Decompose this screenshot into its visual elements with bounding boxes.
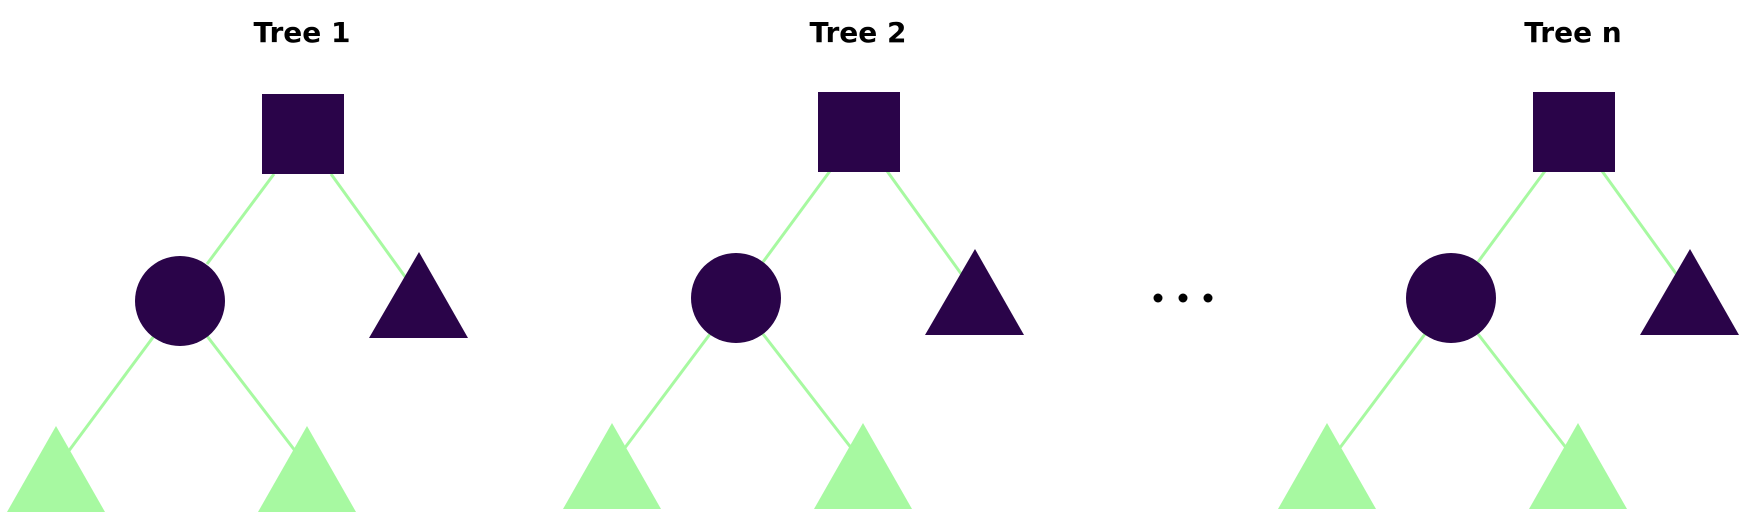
- tree-1-edge-left-rightleaf: [205, 335, 298, 453]
- ellipsis-icon: [1153, 293, 1213, 303]
- tree-1-edge-left-leftleaf: [66, 335, 156, 453]
- tree-1: Tree 1: [7, 16, 468, 512]
- tree-1-left-circle-node: [135, 256, 225, 346]
- tree-2-leaf-triangle-left: [563, 423, 661, 509]
- tree-1-edge-root-left: [205, 173, 276, 265]
- ellipsis-dot-1: [1153, 293, 1163, 303]
- tree-2-root-square-node: [818, 92, 900, 172]
- tree-1-root-square-node: [262, 94, 344, 174]
- ellipsis-dot-3: [1203, 293, 1213, 303]
- tree-2-left-circle-node: [691, 253, 781, 343]
- tree-n: Tree n: [1278, 16, 1739, 509]
- tree-n-edge-root-left: [1476, 170, 1547, 263]
- tree-1-right-triangle-node: [369, 252, 468, 338]
- tree-2-edge-left-rightleaf: [761, 333, 854, 450]
- tree-2-edge-root-right: [885, 170, 964, 276]
- tree-2-edge-left-leftleaf: [622, 333, 712, 450]
- tree-n-edge-left-rightleaf: [1476, 333, 1569, 450]
- tree-n-leaf-triangle-right: [1529, 423, 1627, 509]
- ellipsis-dot-2: [1178, 293, 1188, 303]
- tree-1-edge-root-right: [329, 173, 408, 279]
- tree-1-title: Tree 1: [253, 16, 350, 49]
- tree-1-leaf-triangle-right: [258, 426, 356, 512]
- tree-2-leaf-triangle-right: [814, 423, 912, 509]
- tree-n-edge-left-leftleaf: [1337, 333, 1427, 450]
- tree-n-title: Tree n: [1524, 16, 1622, 49]
- tree-2-right-triangle-node: [925, 249, 1024, 335]
- tree-1-leaf-triangle-left: [7, 426, 105, 512]
- tree-2-edge-root-left: [761, 170, 832, 263]
- tree-n-left-circle-node: [1406, 253, 1496, 343]
- tree-n-edge-root-right: [1600, 170, 1679, 276]
- tree-n-leaf-triangle-left: [1278, 423, 1376, 509]
- tree-n-right-triangle-node: [1640, 249, 1739, 335]
- tree-2-title: Tree 2: [809, 16, 906, 49]
- tree-2: Tree 2: [563, 16, 1024, 509]
- tree-n-root-square-node: [1533, 92, 1615, 172]
